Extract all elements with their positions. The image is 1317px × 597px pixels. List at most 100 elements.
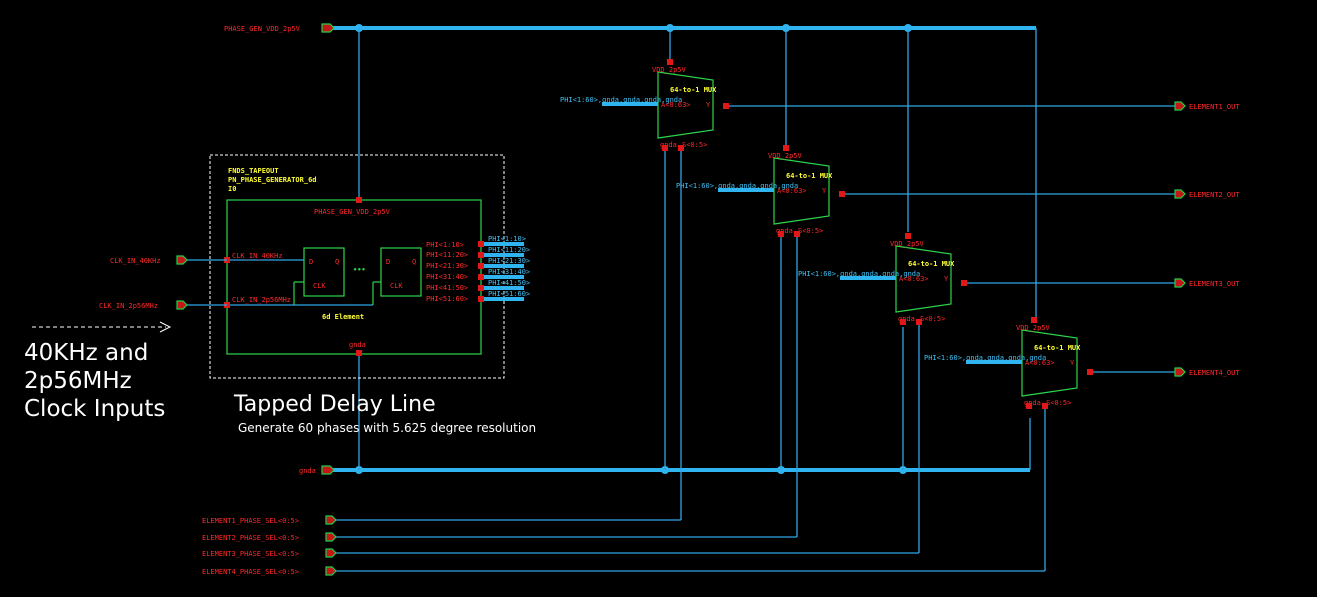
clk40-port-label: CLK_IN_40KHz — [110, 257, 161, 265]
phase-gen-inst: I0 — [228, 185, 236, 193]
dff2-clk: CLK — [390, 282, 403, 290]
mux-sel-label: S<0:5> — [682, 141, 707, 149]
dff-2: D Q CLK — [372, 247, 422, 305]
phi-bus-6: PHI<51:60> — [488, 290, 530, 298]
sel-port-icon[interactable] — [325, 548, 337, 558]
mux-sel-label: S<0:5> — [798, 227, 823, 235]
vdd-port-icon[interactable] — [321, 23, 335, 33]
delay-line-subtitle: Generate 60 phases with 5.625 degree res… — [238, 421, 536, 435]
vdd-port-label: PHASE_GEN_VDD_2p5V — [224, 25, 301, 33]
gnd-risers — [358, 148, 1031, 470]
clk256-port-label: CLK_IN_2p56MHz — [99, 302, 158, 310]
mux-sel-label: S<0:5> — [920, 315, 945, 323]
mux-y-label: Y — [706, 101, 711, 109]
mux-vdd-label: VDD_2p5V — [652, 66, 687, 74]
dff2-q: Q — [412, 258, 416, 266]
mux-vdd-label: VDD_2p5V — [1016, 324, 1051, 332]
sel-port-label: ELEMENT3_PHASE_SEL<0:5> — [202, 550, 299, 558]
vdd-drops — [358, 28, 1037, 320]
phase-gen-lib: FNDS_TAPEOUT — [228, 167, 279, 175]
output-port-icon[interactable] — [1174, 278, 1186, 288]
dff-chain-dots: ••• — [353, 266, 366, 274]
phase-gen-clk40-pin: CLK_IN_40KHz — [232, 252, 283, 260]
phi-bus-1: PHI<1:10> — [488, 235, 526, 243]
output-port-label: ELEMENT4_OUT — [1189, 369, 1240, 377]
clock-annotation: 40KHz and 2p56MHz Clock Inputs — [24, 321, 172, 422]
mux-gnd-label: gnda — [776, 227, 793, 235]
gnd-port-icon[interactable] — [321, 465, 335, 475]
clk40-input[interactable]: CLK_IN_40KHz — [110, 255, 227, 265]
mux-vdd-pin — [905, 233, 911, 239]
mux-gnd-label: gnda — [1024, 399, 1041, 407]
dff-1: D Q CLK — [293, 247, 345, 305]
sel-port-label: ELEMENT1_PHASE_SEL<0:5> — [202, 517, 299, 525]
output-port-label: ELEMENT2_OUT — [1189, 191, 1240, 199]
mux-a-label: A<0:63> — [777, 187, 807, 195]
phase-gen-clk256-pin: CLK_IN_2p56MHz — [232, 296, 291, 304]
mux-bus-in-label: PHI<1:60>,gnda,gnda,gnda,gnda — [560, 96, 682, 104]
mux-title: 64-to-1 MUX — [908, 260, 955, 268]
mux-gnd-label: gnda — [660, 141, 677, 149]
phase-generator-block[interactable]: FNDS_TAPEOUT PN_PHASE_GENERATOR_6d I0 PH… — [209, 154, 530, 379]
phi-out-1: PHI<1:10> — [426, 241, 464, 249]
output-port-label: ELEMENT1_OUT — [1189, 103, 1240, 111]
dff1-d: D — [309, 258, 313, 266]
mux-a-label: A<0:63> — [1025, 359, 1055, 367]
mux-bus-in-label: PHI<1:60>,gnda,gnda,gnda,gnda — [798, 270, 920, 278]
mux-gnd-label: gnda — [898, 315, 915, 323]
phi-bus-5: PHI<41:50> — [488, 279, 530, 287]
phi-bus-4: PHI<31:40> — [488, 268, 530, 276]
mux-vdd-label: VDD_2p5V — [890, 240, 925, 248]
phi-out-2: PHI<11:20> — [426, 251, 468, 259]
clock-annot-line1: 40KHz and — [24, 340, 148, 366]
mux-bus-in-label: PHI<1:60>,gnda,gnda,gnda,gnda — [924, 354, 1046, 362]
phase-gen-vdd-pin: PHASE_GEN_VDD_2p5V — [314, 208, 391, 216]
mux-title: 64-to-1 MUX — [670, 86, 717, 94]
mux-y-label: Y — [822, 187, 827, 195]
phase-gen-bus-stubs: PHI<1:10> PHI<11:20> PHI<21:30> PHI<31:4… — [484, 235, 530, 301]
output-port-label: ELEMENT3_OUT — [1189, 280, 1240, 288]
phi-out-6: PHI<51:60> — [426, 295, 468, 303]
mux-a-label: A<0:63> — [661, 101, 691, 109]
mux-vdd-pin — [783, 145, 789, 151]
sel-port-label: ELEMENT4_PHASE_SEL<0:5> — [202, 568, 299, 576]
phi-out-4: PHI<31:40> — [426, 273, 468, 281]
delay-element-label: 6d Element — [322, 313, 364, 321]
phi-bus-2: PHI<11:20> — [488, 246, 530, 254]
mux-y-label: Y — [944, 275, 949, 283]
sel-port-icon[interactable] — [325, 515, 337, 525]
output-port-icon[interactable] — [1174, 101, 1186, 111]
vdd-rail: PHASE_GEN_VDD_2p5V — [224, 23, 1036, 33]
mux-vdd-label: VDD_2p5V — [768, 152, 803, 160]
mux-vdd-pin — [1031, 317, 1037, 323]
mux-bus-in-label: PHI<1:60>,gnda,gnda,gnda,gnda — [676, 182, 798, 190]
phase-gen-outputs: PHI<1:10> PHI<11:20> PHI<21:30> PHI<31:4… — [426, 241, 484, 303]
mux-vdd-pin — [667, 59, 673, 65]
mux-y-label: Y — [1070, 359, 1075, 367]
sel-port-icon[interactable] — [325, 532, 337, 542]
delay-line-title: Tapped Delay Line — [233, 392, 436, 417]
phase-gen-cell: PN_PHASE_GENERATOR_6d — [228, 176, 317, 184]
phi-out-5: PHI<41:50> — [426, 284, 468, 292]
gnd-port-label: gnda — [299, 467, 316, 475]
dff1-q: Q — [335, 258, 339, 266]
output-port-icon[interactable] — [1174, 189, 1186, 199]
output-port-icon[interactable] — [1174, 367, 1186, 377]
phi-out-3: PHI<21:30> — [426, 262, 468, 270]
sel-port-icon[interactable] — [325, 566, 337, 576]
mux-a-label: A<0:63> — [899, 275, 929, 283]
phi-bus-3: PHI<21:30> — [488, 257, 530, 265]
sel-port-label: ELEMENT2_PHASE_SEL<0:5> — [202, 534, 299, 542]
mux-sel-label: S<0:5> — [1046, 399, 1071, 407]
mux-title: 64-to-1 MUX — [786, 172, 833, 180]
clock-annot-line3: Clock Inputs — [24, 396, 165, 422]
clock-annot-line2: 2p56MHz — [24, 368, 132, 394]
clk256-input[interactable]: CLK_IN_2p56MHz — [99, 300, 227, 310]
dff2-d: D — [386, 258, 390, 266]
